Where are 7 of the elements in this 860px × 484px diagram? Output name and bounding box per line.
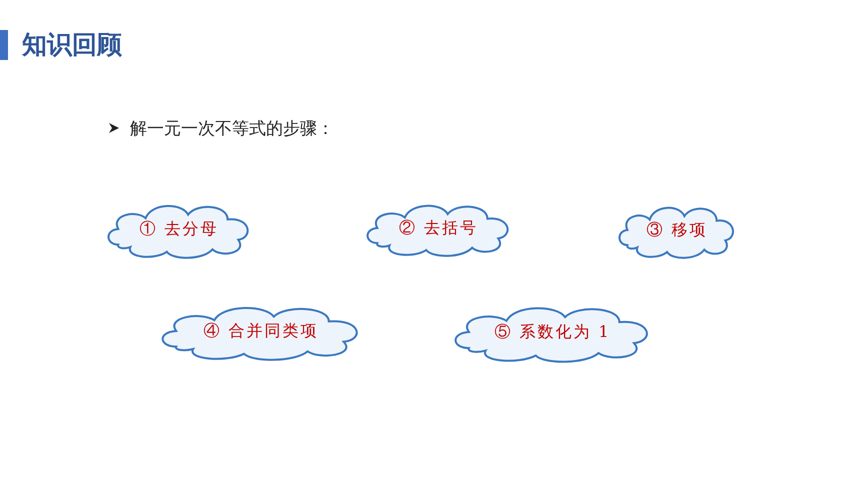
page-title: 知识回顾 [22,29,122,61]
step-text: ① 去分母 [139,218,219,240]
step-text: ⑤ 系数化为 1 [494,322,611,342]
step-text: ③ 移项 [646,220,708,240]
instruction-text: 解一元一次不等式的步骤： [130,118,334,140]
step-text: ② 去括号 [398,218,478,238]
step-text: ④ 合并同类项 [203,320,319,342]
